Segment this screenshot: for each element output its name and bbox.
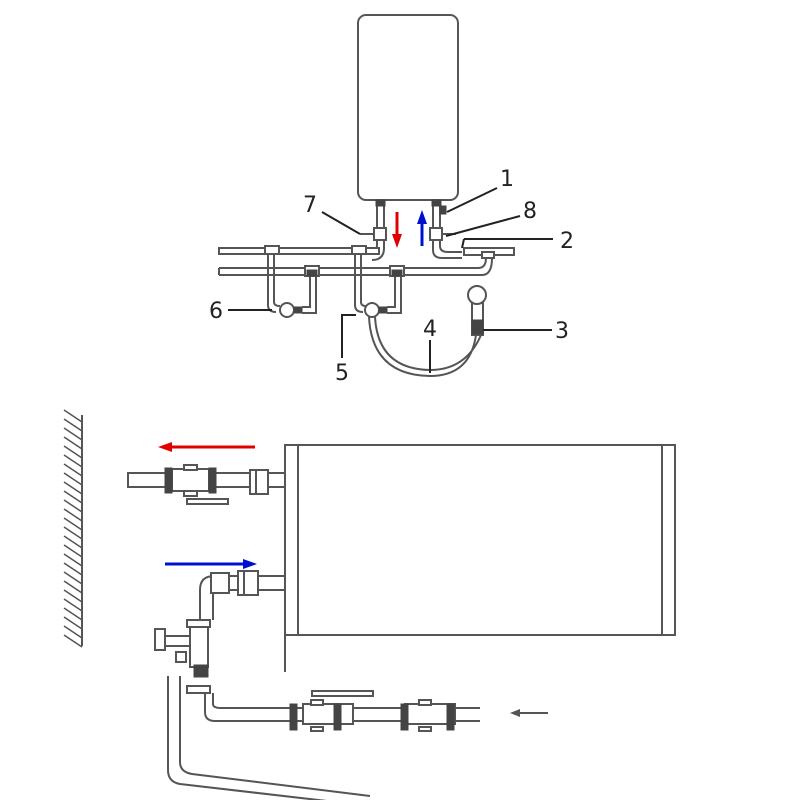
hatch-line xyxy=(63,490,83,504)
mixer-tap-5 xyxy=(351,245,405,318)
connector-fitting xyxy=(481,251,495,259)
hatch-line xyxy=(63,607,83,621)
cold-inlet-assembly xyxy=(154,570,285,694)
cold-flow-arrow-up xyxy=(417,210,427,246)
fitting-7 xyxy=(373,227,387,241)
hatch-line xyxy=(63,616,83,630)
hatch-line xyxy=(63,598,83,612)
fitting-8 xyxy=(429,227,443,241)
water-heater-tank xyxy=(357,14,459,201)
inflow-arrow-left xyxy=(510,709,548,717)
inlet-fitting xyxy=(431,199,442,207)
hatch-line xyxy=(63,562,83,576)
cold-flow-arrow-right xyxy=(165,559,257,569)
safety-valve xyxy=(189,626,209,668)
hatch-line xyxy=(63,526,83,540)
hatch-line xyxy=(63,535,83,549)
label-6: 6 xyxy=(209,299,223,324)
wall-hatch xyxy=(63,409,83,648)
water-heater-horizontal xyxy=(284,444,676,672)
label-7: 7 xyxy=(303,193,317,218)
label-1: 1 xyxy=(500,167,514,192)
hatch-line xyxy=(63,454,83,468)
hatch-line xyxy=(63,580,83,594)
hatch-line xyxy=(63,427,83,441)
shower-head-icon xyxy=(467,285,487,305)
cold-supply-line xyxy=(204,690,480,732)
outlet-fitting xyxy=(375,199,386,207)
hot-flow-arrow-left xyxy=(158,442,255,452)
hatch-line xyxy=(63,463,83,477)
hatch-line xyxy=(63,499,83,513)
hatch-line xyxy=(63,436,83,450)
hatch-line xyxy=(63,409,83,423)
handle-grip xyxy=(471,319,484,335)
valve-handle xyxy=(186,498,229,505)
mixer-tap-6 xyxy=(264,245,320,318)
hatch-line xyxy=(63,571,83,585)
hatch-line xyxy=(63,589,83,603)
label-4: 4 xyxy=(423,317,437,342)
drain-hose xyxy=(167,676,371,800)
label-3: 3 xyxy=(555,319,569,344)
hot-outlet-line xyxy=(127,464,286,505)
hatch-line xyxy=(63,544,83,558)
label-8: 8 xyxy=(523,199,537,224)
hatch-line xyxy=(63,481,83,495)
hatch-line xyxy=(63,418,83,432)
label-2: 2 xyxy=(560,229,574,254)
valve-handle xyxy=(311,690,374,697)
hatch-line xyxy=(63,445,83,459)
hatch-line xyxy=(63,634,83,648)
hot-supply-pipe xyxy=(218,247,380,255)
safety-valve-1 xyxy=(439,205,447,215)
hatch-line xyxy=(63,508,83,522)
label-5: 5 xyxy=(335,361,349,386)
cold-inlet-pipe xyxy=(432,200,462,259)
cold-supply-pipe xyxy=(219,257,493,276)
hatch-line xyxy=(63,517,83,531)
bottom-diagram xyxy=(63,409,676,800)
hatch-line xyxy=(63,472,83,486)
top-diagram: 1 8 2 7 6 5 4 3 xyxy=(209,14,574,386)
hatch-line xyxy=(63,553,83,567)
hatch-line xyxy=(63,625,83,639)
hot-flow-arrow-down xyxy=(392,212,402,248)
